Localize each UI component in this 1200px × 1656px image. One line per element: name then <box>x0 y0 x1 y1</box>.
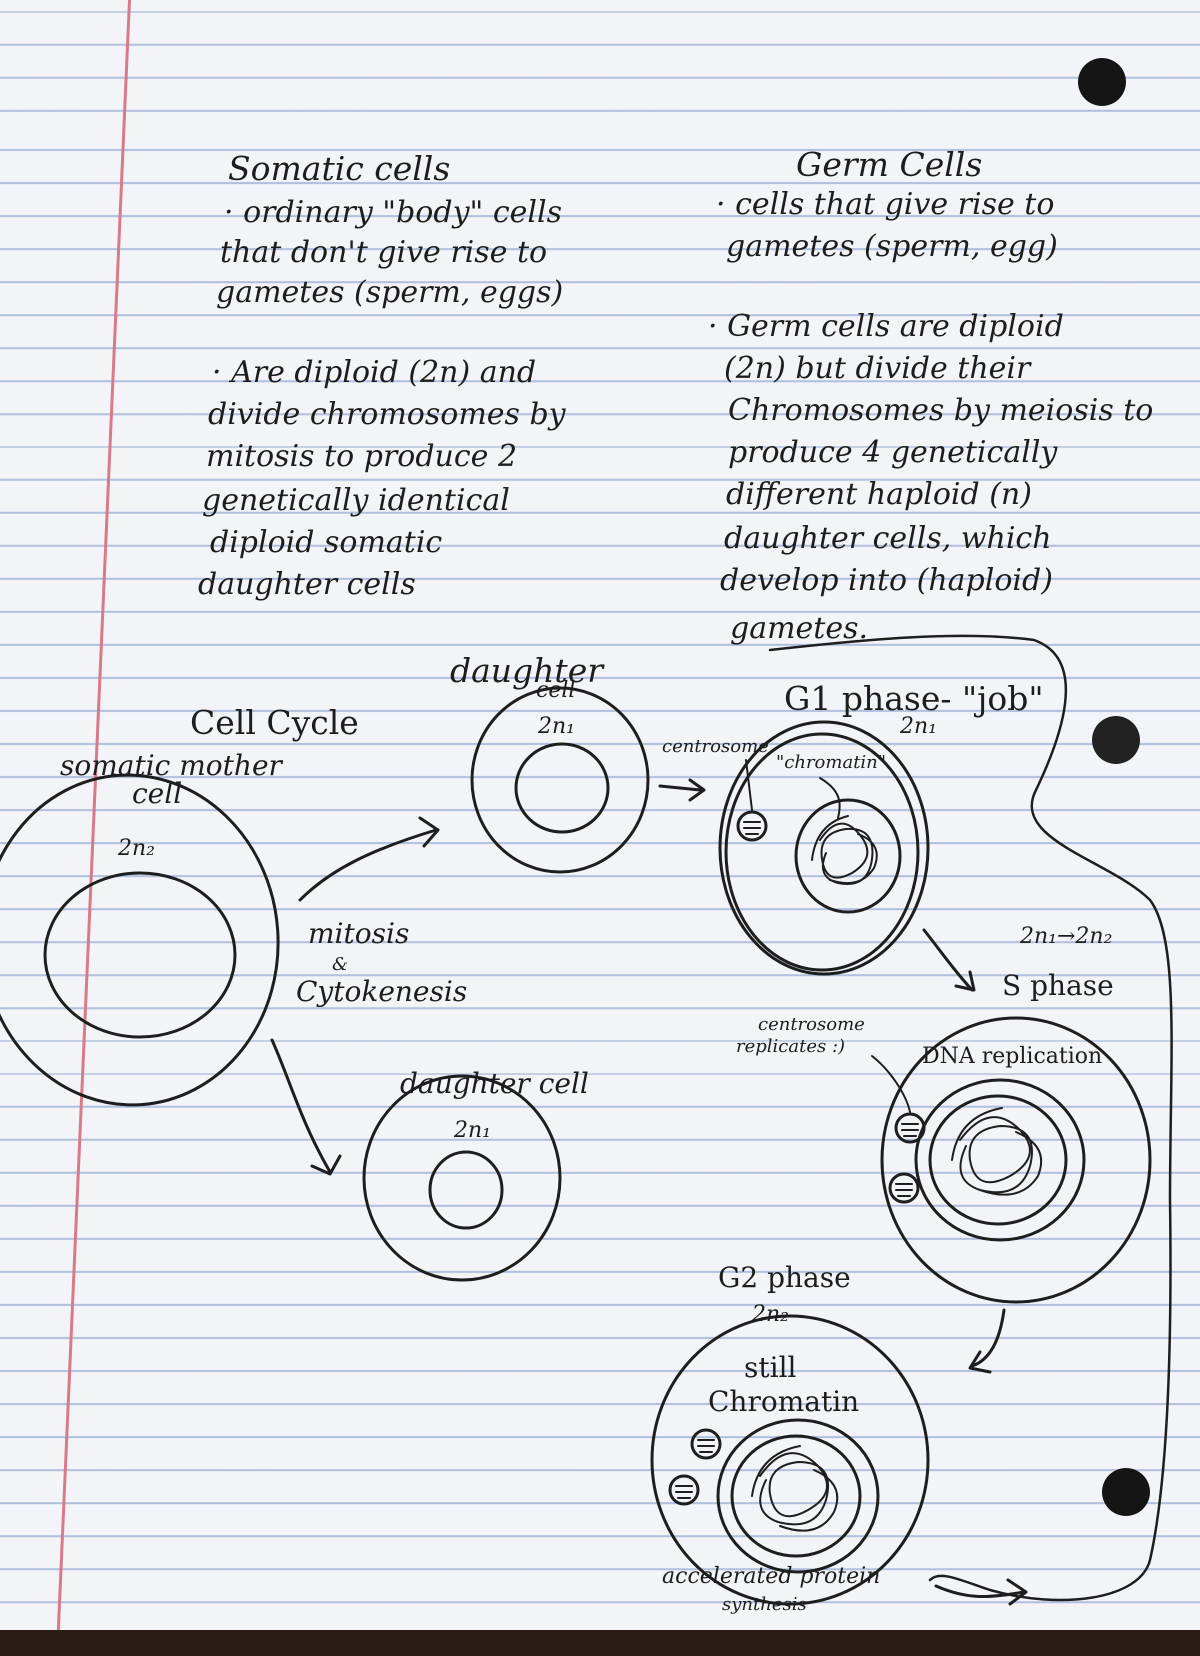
germ-note-line: develop into (haploid) <box>720 563 1053 598</box>
g2-phase-label: G2 phase <box>718 1261 851 1294</box>
bottom-daughter-ploidy: 2n₁ <box>454 1118 491 1143</box>
cycle-boundary-loop <box>768 634 1173 1602</box>
germ-note-line: daughter cells, which <box>724 521 1052 556</box>
top-daughter-membrane <box>470 686 650 874</box>
g2-ploidy: 2n₂ <box>752 1302 789 1327</box>
punch-hole-top <box>1078 58 1126 106</box>
germ-note-line: different haploid (n) <box>726 477 1032 512</box>
bottom-daughter-nucleus <box>428 1150 504 1230</box>
germ-note-line: (2n) but divide their <box>724 351 1031 386</box>
still-chromatin-label: Chromatin <box>708 1385 860 1418</box>
germ-note-line: gametes (sperm, egg) <box>726 229 1058 264</box>
g2-centrosome <box>690 1428 722 1460</box>
s-phase-nucleus <box>914 1078 1086 1242</box>
chromatin-label: "chromatin" <box>776 752 887 773</box>
arrow-to-g2 <box>968 1308 1006 1374</box>
g2-cell-membrane <box>650 1314 930 1606</box>
somatic-note-line: daughter cells <box>198 567 416 602</box>
mother-cell-nucleus <box>43 871 237 1039</box>
g1-chromatin <box>811 815 878 885</box>
centrosome-replicates-label: replicates :) <box>736 1036 846 1057</box>
arrow-to-bottom-daughter <box>270 1038 342 1176</box>
somatic-note-line: divide chromosomes by <box>208 397 566 432</box>
g2-chromatin <box>751 1445 839 1532</box>
dna-replication-label: DNA replication <box>922 1044 1103 1069</box>
top-daughter-label: cell <box>536 678 576 703</box>
g2-nucleus <box>716 1418 880 1574</box>
division-label: mitosis <box>308 917 410 950</box>
g1-centrosome <box>736 810 768 842</box>
arrow-out-g2 <box>934 1578 1028 1606</box>
somatic-note-line: · ordinary "body" cells <box>224 195 562 230</box>
mother-ploidy: 2n₂ <box>118 836 155 861</box>
somatic-note-line: gametes (sperm, eggs) <box>216 275 564 310</box>
protein-synthesis-label: synthesis <box>722 1594 807 1615</box>
bottom-daughter-label: daughter cell <box>400 1067 589 1100</box>
germ-note-line: produce 4 genetically <box>728 435 1058 470</box>
arrow-to-g1 <box>658 778 706 802</box>
arrow-to-top-daughter <box>298 816 440 902</box>
mother-cell-membrane <box>0 773 280 1107</box>
germ-note-line: · cells that give rise to <box>716 187 1055 222</box>
centrosome-label: centrosome <box>662 736 769 757</box>
punch-hole-bottom <box>1102 1468 1150 1516</box>
somatic-note-line: genetically identical <box>202 483 510 518</box>
top-daughter-nucleus <box>514 742 610 834</box>
somatic-heading: Somatic cells <box>228 149 451 188</box>
centrosome-pointer <box>745 759 753 811</box>
mother-cell-label: cell <box>132 777 183 810</box>
cell-cycle-title: Cell Cycle <box>190 703 359 742</box>
division-label: & <box>332 954 349 975</box>
somatic-note-line: that don't give rise to <box>220 235 548 270</box>
germ-note-line: gametes. <box>730 611 869 646</box>
centrosome-replicates-label: centrosome <box>758 1014 865 1035</box>
desk-edge <box>0 1630 1200 1656</box>
top-daughter-ploidy: 2n₁ <box>538 714 575 739</box>
g1-phase-label: G1 phase- "job" <box>784 679 1044 718</box>
somatic-note-line: mitosis to produce 2 <box>206 439 518 474</box>
g2-centrosome <box>668 1474 700 1506</box>
s-phase-cell-membrane <box>880 1016 1152 1304</box>
somatic-note-line: · Are diploid (2n) and <box>212 355 537 390</box>
punch-hole-middle <box>1092 716 1140 764</box>
germ-heading: Germ Cells <box>796 145 983 184</box>
chromatin-pointer <box>819 777 841 819</box>
arrow-to-s-phase <box>922 928 976 992</box>
g1-cell-membrane-inner <box>724 732 920 972</box>
s-phase-nucleus-inner <box>928 1094 1068 1226</box>
g1-nucleus <box>794 798 902 914</box>
top-daughter-label: daughter <box>450 651 603 690</box>
germ-note-line: Chromosomes by meiosis to <box>728 393 1154 428</box>
mother-cell-label: somatic mother <box>60 749 282 782</box>
g1-cell-membrane <box>718 720 930 976</box>
bottom-daughter-membrane <box>362 1074 562 1282</box>
s-phase-centrosome <box>888 1172 920 1204</box>
g1-ploidy: 2n₁ <box>900 714 937 739</box>
g2-nucleus-inner <box>730 1434 862 1558</box>
s-phase-chromatin <box>951 1107 1043 1196</box>
division-label: Cytokenesis <box>296 975 468 1008</box>
germ-note-line: · Germ cells are diploid <box>708 309 1064 344</box>
s-phase-centrosome <box>894 1112 926 1144</box>
replicates-pointer <box>871 1055 911 1113</box>
s-phase-label: S phase <box>1002 969 1114 1002</box>
protein-synthesis-label: accelerated protein <box>662 1564 881 1589</box>
still-chromatin-label: still <box>744 1351 797 1384</box>
somatic-note-line: diploid somatic <box>210 525 443 560</box>
s-transition-label: 2n₁→2n₂ <box>1020 924 1113 949</box>
